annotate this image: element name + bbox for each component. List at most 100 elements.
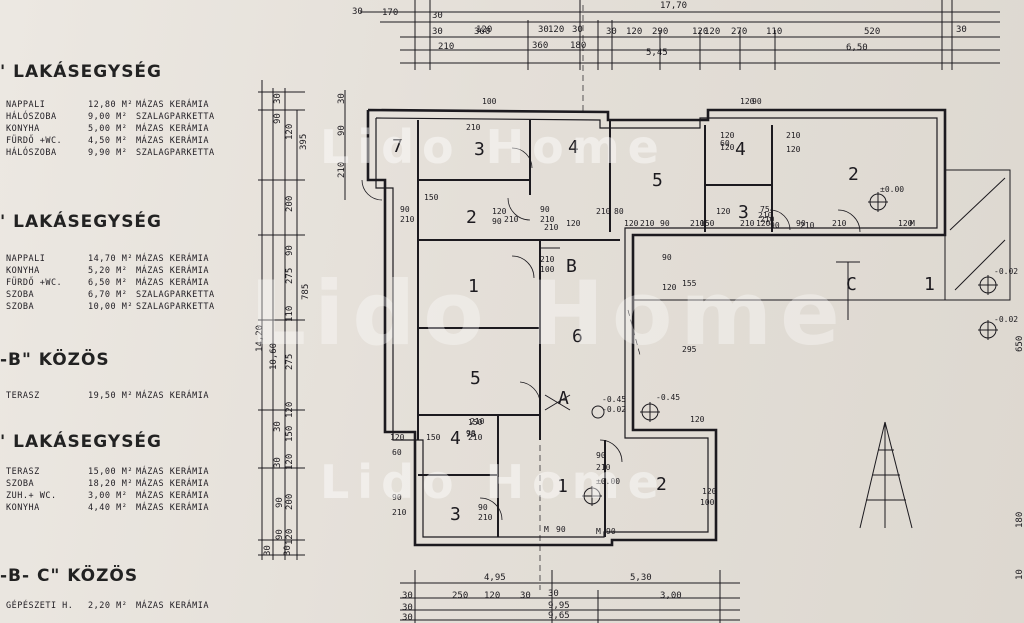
bottom-dimension: 30 — [402, 591, 413, 601]
right-dimension: 10 — [1015, 569, 1024, 580]
opening-dimension: 80 — [614, 207, 624, 216]
legend-room-name: NAPPALI — [6, 254, 46, 264]
opening-dimension: 120 — [720, 131, 735, 140]
legend-room-area: 9,00 M² — [88, 112, 128, 122]
legend-room-area: 9,90 M² — [88, 148, 128, 158]
left-dimension: 90 — [337, 125, 347, 136]
left-dimension: 275 — [285, 354, 295, 370]
bottom-dimension: 30 — [520, 591, 531, 601]
opening-dimension: 210 — [760, 215, 775, 224]
left-dimension: 30 — [283, 545, 293, 556]
exterior-walls — [366, 108, 947, 547]
legend-room-name: FÜRDŐ +WC. — [6, 278, 63, 288]
level-label: ±0.00 — [596, 477, 620, 486]
opening-dimension: 120 — [716, 207, 731, 216]
level-markers — [582, 192, 998, 506]
left-dimension: 120 — [285, 454, 295, 470]
opening-dimension: 120 — [702, 487, 717, 496]
legend-room-finish: MÁZAS KERÁMIA — [136, 503, 210, 513]
room-number: 1 — [924, 274, 935, 295]
legend-room-name: TERASZ — [6, 391, 40, 401]
legend-room-name: NAPPALI — [6, 100, 46, 110]
opening-dimension: 210 — [596, 463, 611, 472]
legend-room-name: HÁLÓSZOBA — [6, 112, 57, 122]
top-dimension: 290 — [652, 27, 668, 37]
opening-dimension: 60 — [720, 139, 730, 148]
section-marker-icon — [859, 421, 913, 529]
left-dimension: 210 — [337, 162, 347, 178]
legend-room-finish: SZALAGPARKETTA — [136, 148, 215, 158]
bottom-dimension: 30 — [402, 603, 413, 613]
legend-section-title: -B" KÖZÖS — [0, 350, 110, 370]
room-number: A — [558, 388, 569, 409]
opening-dimension: 90 — [770, 221, 780, 230]
level-label: -0.02 — [602, 405, 626, 414]
top-dimension: 210 — [438, 42, 454, 52]
bottom-dimension: 30 — [402, 613, 413, 623]
legend-room-area: 14,70 M² — [88, 254, 133, 264]
opening-dimension: 120 — [624, 219, 639, 228]
opening-dimension: 210 — [392, 508, 407, 517]
left-dimension: 30 — [337, 93, 347, 104]
opening-dimension: 120 — [662, 283, 677, 292]
left-dimension: 120 — [285, 124, 295, 140]
top-dimension: 180 — [570, 41, 586, 51]
room-number: 4 — [735, 139, 746, 160]
bottom-dimension: 120 — [484, 591, 500, 601]
left-dimension: 120 — [285, 402, 295, 418]
door-swings — [361, 147, 861, 521]
left-dimension: 90 — [273, 113, 283, 124]
room-number: 3 — [738, 202, 749, 223]
left-dimension: 150 — [285, 426, 295, 442]
opening-dimension: 120 — [492, 207, 507, 216]
room-number: 1 — [557, 476, 568, 497]
opening-dimension: 100 — [700, 498, 715, 507]
legend-room-area: 6,50 M² — [88, 278, 128, 288]
legend-room-name: SZOBA — [6, 302, 35, 312]
legend-room-name: FÜRDŐ +WC. — [6, 136, 63, 146]
opening-dimension: 90 — [662, 253, 672, 262]
top-dimension: 30 — [538, 25, 549, 35]
bottom-dimension: 4,95 — [484, 573, 506, 583]
legend-section-title: ' LAKÁSEGYSÉG — [0, 62, 162, 82]
room-number: 3 — [474, 139, 485, 160]
bottom-dimension: 9,65 — [548, 611, 570, 621]
legend-room-name: GÉPÉSZETI H. — [6, 601, 74, 611]
opening-dimension: 90 — [596, 451, 606, 460]
legend-room-area: 5,00 M² — [88, 124, 128, 134]
legend-room-finish: MÁZAS KERÁMIA — [136, 391, 210, 401]
legend-section-title: -B- C" KÖZÖS — [0, 566, 139, 586]
opening-dimension: 210 — [690, 219, 705, 228]
left-dimension: 90 — [285, 245, 295, 256]
opening-dimension: 210 — [544, 223, 559, 232]
opening-dimension: 120 — [898, 219, 913, 228]
opening-dimension: 90 — [796, 219, 806, 228]
opening-dimension: 75 — [760, 205, 770, 214]
opening-dimension: 90 — [556, 525, 566, 534]
level-label: -0.45 — [602, 395, 626, 404]
opening-dimension: 120 — [566, 219, 581, 228]
opening-dimension: 210 — [540, 215, 555, 224]
opening-dimension: M — [596, 527, 601, 536]
opening-dimension: 90 — [606, 527, 616, 536]
legend-room-finish: MÁZAS KERÁMIA — [136, 136, 210, 146]
left-dimension-lines — [258, 80, 346, 560]
top-dimension: 6,50 — [846, 43, 868, 53]
left-dimension: 30 — [263, 545, 273, 556]
opening-dimension: 155 — [682, 279, 697, 288]
legend-room-area: 5,20 M² — [88, 266, 128, 276]
opening-dimension: 150 — [424, 193, 439, 202]
room-number: 2 — [466, 207, 477, 228]
top-dimension-lines — [360, 0, 1000, 70]
room-number: 4 — [450, 428, 461, 449]
opening-dimension: 120 — [690, 415, 705, 424]
legend-room-area: 15,00 M² — [88, 467, 133, 477]
right-dimension: 180 — [1015, 512, 1024, 528]
room-number: 7 — [392, 136, 403, 157]
legend-room-area: 4,40 M² — [88, 503, 128, 513]
top-dimension: 120 — [626, 27, 642, 37]
top-dimension: 110 — [766, 27, 782, 37]
right-dimension: 650 — [1015, 336, 1024, 352]
bottom-dimension-lines — [400, 570, 740, 623]
legend-section-title: ' LAKÁSEGYSÉG — [0, 432, 162, 452]
